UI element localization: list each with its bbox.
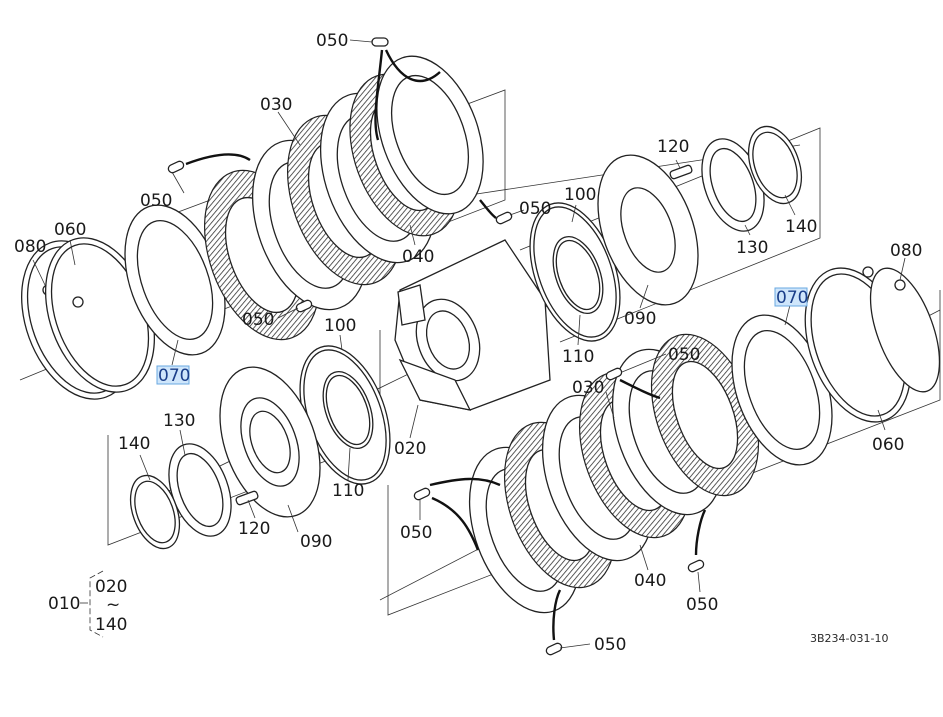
piston-090-upper — [597, 154, 699, 306]
washer-130-lower — [168, 443, 232, 537]
label-070-right-highlight[interactable]: 070 — [774, 287, 808, 308]
label-130-lower[interactable]: 130 — [163, 411, 195, 431]
label-040-bottom[interactable]: 040 — [634, 571, 666, 591]
label-050-top-right[interactable]: 050 — [519, 199, 551, 219]
label-090-upper[interactable]: 090 — [624, 309, 656, 329]
pins-050-top — [167, 37, 513, 313]
label-040-top[interactable]: 040 — [402, 247, 434, 267]
assembly-note: 010 020 ~ 140 — [48, 570, 127, 638]
spring-120-upper — [669, 164, 693, 180]
labels: 050 030 050 050 040 050 080 060 070 100 … — [14, 31, 922, 655]
assembly-ref-010[interactable]: 010 — [48, 594, 80, 614]
label-140-lower[interactable]: 140 — [118, 434, 150, 454]
label-050-bottom-top[interactable]: 050 — [668, 345, 700, 365]
label-080-left[interactable]: 080 — [14, 237, 46, 257]
label-090-lower[interactable]: 090 — [300, 532, 332, 552]
label-070-right[interactable]: 070 — [776, 288, 808, 308]
label-050-top-left[interactable]: 050 — [140, 191, 172, 211]
label-050-top[interactable]: 050 — [316, 31, 348, 51]
label-030-top[interactable]: 030 — [260, 95, 292, 115]
clutch-drum-020 — [394, 239, 551, 411]
leader-lines — [32, 39, 906, 649]
snap-ring-080-right — [869, 267, 941, 393]
steel-plate-top-3 — [376, 55, 484, 215]
label-130-upper[interactable]: 130 — [736, 238, 768, 258]
label-100-upper[interactable]: 100 — [564, 185, 596, 205]
label-050-bottom-bottom[interactable]: 050 — [594, 635, 626, 655]
label-110-lower[interactable]: 110 — [332, 481, 364, 501]
label-030-bottom[interactable]: 030 — [572, 378, 604, 398]
label-050-bottom-left[interactable]: 050 — [400, 523, 432, 543]
label-120-lower[interactable]: 120 — [238, 519, 270, 539]
drawing-number: 3B234-031-10 — [810, 632, 888, 645]
frame-lower-left — [107, 330, 381, 546]
assembly-range-start: 020 — [95, 577, 127, 597]
snap-ring-140-lower — [129, 474, 181, 550]
label-060-right[interactable]: 060 — [872, 435, 904, 455]
label-050-top-bottom[interactable]: 050 — [242, 310, 274, 330]
plate-070-left — [124, 204, 226, 356]
friction-plate-bottom-3 — [650, 333, 760, 497]
label-140-upper[interactable]: 140 — [785, 217, 817, 237]
label-070-left[interactable]: 070 — [158, 366, 190, 386]
snap-ring-140-upper — [747, 125, 803, 205]
piston-090-lower — [219, 366, 321, 518]
label-070-left-highlight[interactable]: 070 — [156, 365, 190, 386]
label-100-lower[interactable]: 100 — [324, 316, 356, 336]
seal-ring-110-upper — [552, 236, 604, 314]
washer-130-upper — [701, 138, 765, 232]
label-050-bottom-right[interactable]: 050 — [686, 595, 718, 615]
label-120-upper[interactable]: 120 — [657, 137, 689, 157]
label-020[interactable]: 020 — [394, 439, 426, 459]
assembly-range-end: 140 — [95, 615, 127, 635]
assembly-range-separator: ~ — [106, 595, 120, 615]
label-080-right[interactable]: 080 — [890, 241, 922, 261]
label-060-left[interactable]: 060 — [54, 220, 86, 240]
seal-ring-110-lower — [322, 371, 374, 449]
pins-050-bottom — [413, 367, 707, 656]
label-110-upper[interactable]: 110 — [562, 347, 594, 367]
